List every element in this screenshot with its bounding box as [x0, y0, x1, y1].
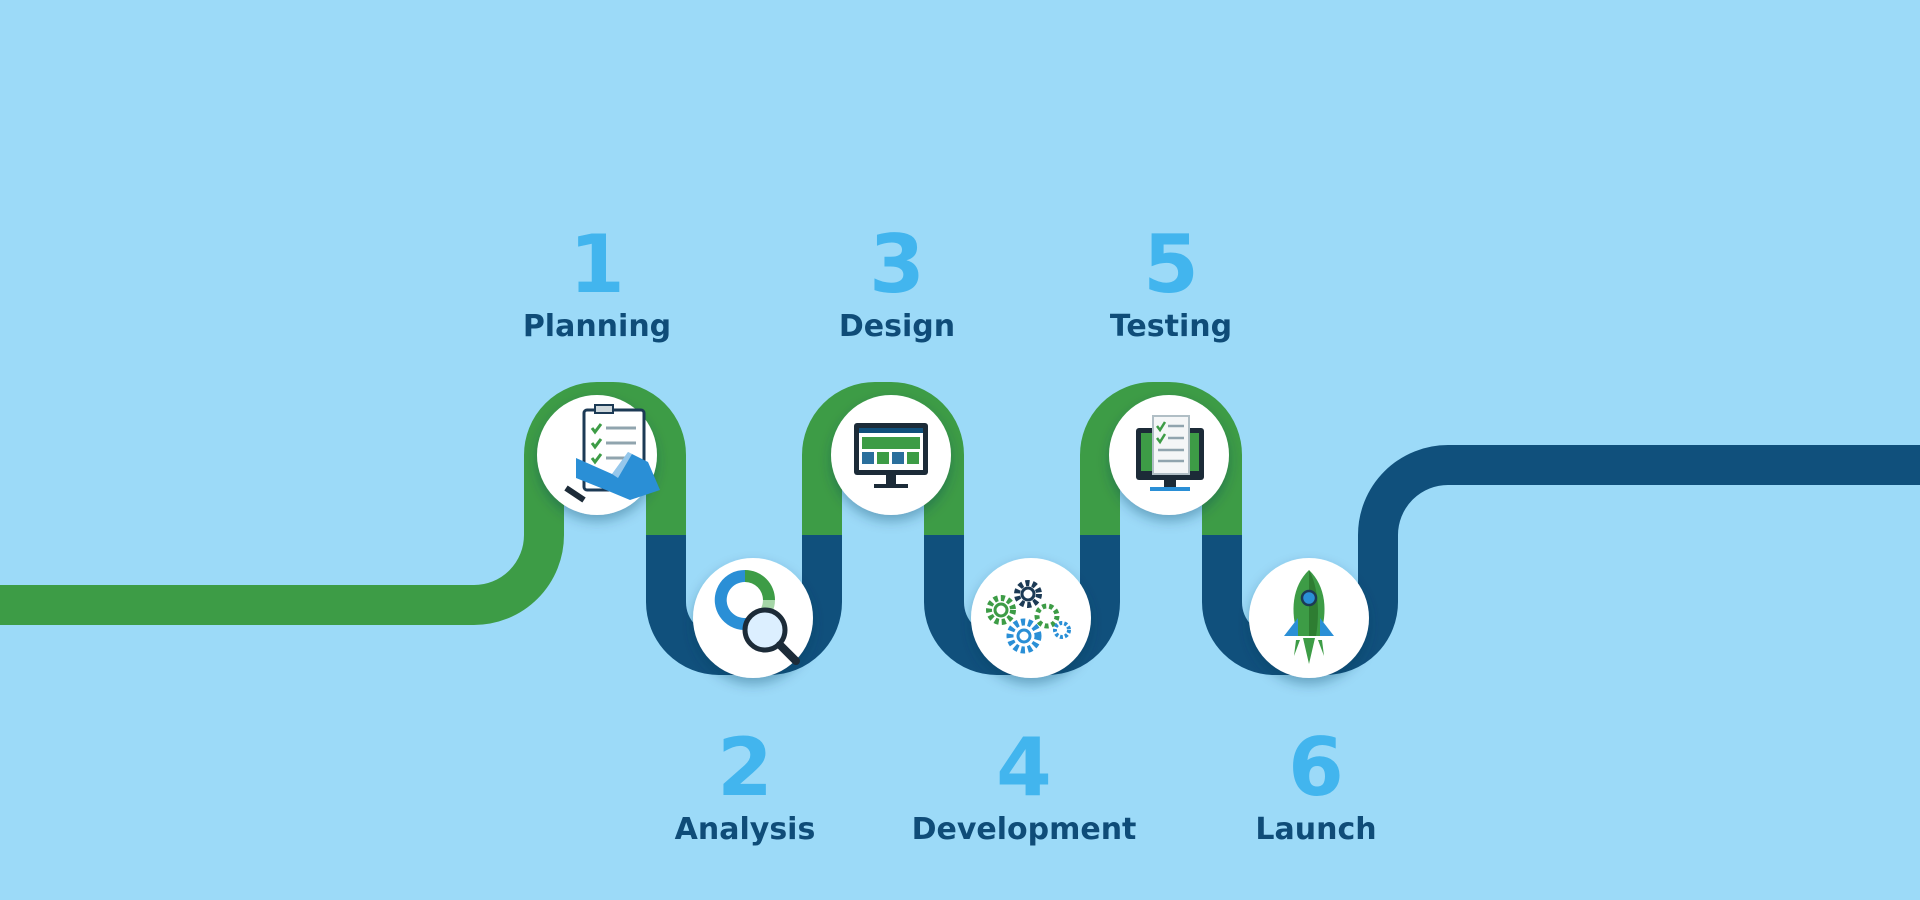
step-5-label: 5 Testing [1021, 225, 1321, 347]
step-6-node [1249, 558, 1369, 678]
clipboard-checklist-icon [564, 404, 660, 503]
donut-chart-magnifier-icon [714, 569, 800, 665]
step-4-number: 4 [996, 721, 1052, 814]
step-6-label: 6 Launch [1166, 728, 1466, 850]
step-3-title: Design [838, 309, 956, 344]
rocket-icon [1284, 570, 1334, 664]
step-6-title: Launch [1255, 812, 1377, 847]
step-1-node [537, 395, 660, 515]
step-3-number: 3 [869, 218, 925, 311]
step-6-number: 6 [1288, 721, 1344, 814]
step-1-label: 1 Planning [447, 225, 747, 347]
step-1-title: Planning [522, 309, 672, 344]
step-4-node [971, 558, 1091, 678]
gears-icon [986, 580, 1071, 654]
step-5-title: Testing [1109, 309, 1233, 344]
step-2-label: 2 Analysis [595, 728, 895, 850]
monitor-checklist-icon [1136, 415, 1204, 491]
step-4-title: Development [911, 812, 1137, 847]
step-4-circle [971, 558, 1091, 678]
step-2-number: 2 [717, 721, 773, 814]
step-5-node [1109, 395, 1229, 515]
step-1-number: 1 [569, 218, 625, 311]
step-2-title: Analysis [674, 812, 816, 847]
step-4-label: 4 Development [874, 728, 1174, 850]
step-5-number: 5 [1143, 218, 1199, 311]
monitor-layout-icon [854, 423, 928, 488]
step-3-label: 3 Design [747, 225, 1047, 347]
step-2-node [693, 558, 813, 678]
step-3-node [831, 395, 951, 515]
